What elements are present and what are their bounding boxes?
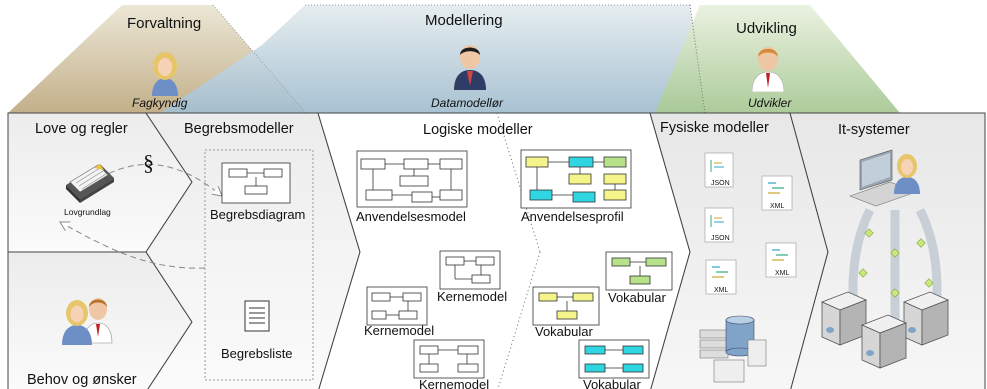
businessman-icon	[454, 45, 486, 90]
vokabular-diagram-green	[605, 251, 673, 291]
vokabular-label-3: Vokabular	[583, 377, 641, 389]
role-title-udvikling: Udvikling	[736, 20, 797, 37]
kernemodel-diagram-3	[413, 339, 485, 379]
law-document-icon	[66, 164, 114, 203]
list-document-icon	[244, 300, 270, 332]
file-label-xml-1: XML	[770, 203, 785, 210]
file-label-xml-2: XML	[714, 287, 729, 294]
vokabular-label-1: Vokabular	[608, 290, 666, 305]
file-label-json-2: JSON	[711, 235, 730, 242]
it-user-icon	[894, 154, 920, 194]
role-person-datamodellor: Datamodellør	[431, 96, 504, 110]
kernemodel-label-1: Kernemodel	[437, 289, 508, 304]
begrebsdiagram-label: Begrebsdiagram	[210, 207, 306, 222]
kernemodel-diagram-1	[439, 250, 501, 290]
anvendelsesprofil-label: Anvendelsesprofil	[521, 209, 624, 224]
database-icon	[699, 315, 767, 383]
begrebsliste-label: Begrebsliste	[221, 346, 293, 361]
section-title-love-regler: Love og regler	[35, 121, 128, 137]
kernemodel-diagram-2	[366, 286, 428, 326]
anvendelsesmodel-label: Anvendelsesmodel	[356, 209, 466, 224]
role-person-udvikler: Udvikler	[748, 96, 792, 110]
section-title-fysiske-modeller: Fysiske modeller	[660, 120, 769, 136]
paragraph-symbol: §	[143, 150, 154, 175]
role-person-fagkyndig: Fagkyndig	[132, 96, 188, 110]
modellering-band	[160, 5, 705, 113]
role-title-modellering: Modellering	[425, 12, 503, 29]
server-network-icon	[820, 149, 950, 369]
vokabular-diagram-yellow	[532, 286, 600, 326]
woman-user-icon	[152, 52, 178, 96]
vokabular-diagram-cyan	[578, 339, 650, 379]
file-label-json-1: JSON	[711, 180, 730, 187]
section-title-it-systemer: It-systemer	[838, 122, 910, 138]
xml-file-icon	[705, 175, 797, 295]
section-title-logiske-modeller: Logiske modeller	[423, 122, 533, 138]
role-title-forvaltning: Forvaltning	[127, 15, 202, 32]
lovgrundlag-label: Lovgrundlag	[64, 207, 111, 217]
anvendelsesmodel-diagram	[356, 150, 468, 208]
section-title-behov: Behov og ønsker	[27, 372, 137, 388]
anvendelsesprofil-diagram	[520, 149, 632, 209]
json-file-icon	[704, 152, 734, 243]
concept-diagram-icon	[221, 162, 291, 204]
users-icon	[62, 298, 113, 345]
developer-icon	[751, 47, 785, 92]
kernemodel-label-2: Kernemodel	[364, 323, 435, 338]
kernemodel-label-3: Kernemodel	[419, 377, 490, 389]
vokabular-label-2: Vokabular	[535, 324, 593, 339]
file-label-xml-3: XML	[775, 270, 790, 277]
section-title-begrebsmodeller: Begrebsmodeller	[184, 121, 294, 137]
